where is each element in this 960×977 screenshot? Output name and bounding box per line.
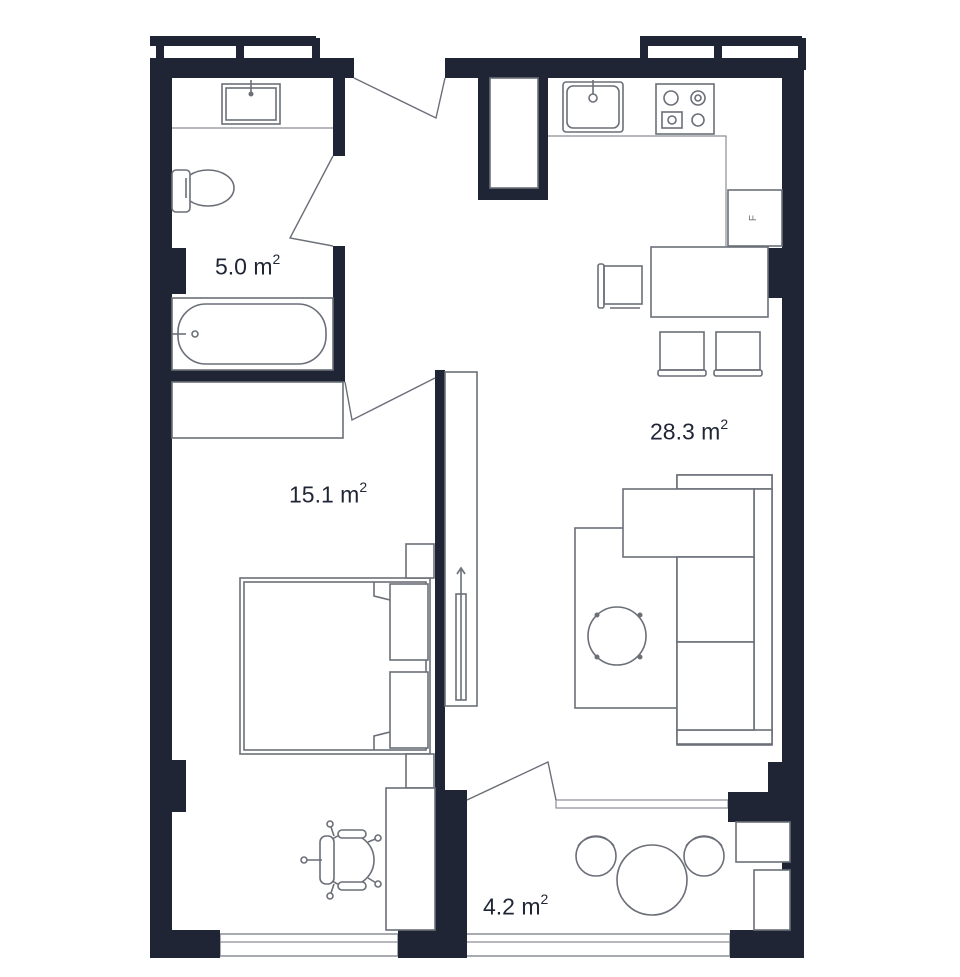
toilet (171, 169, 235, 213)
balcony-area-unit-exp: 2 (540, 891, 549, 907)
balcony-door (466, 760, 557, 801)
coffee-table (587, 606, 647, 666)
balcony-storage-bottom (753, 869, 791, 931)
window-bedroom-bottom (219, 933, 399, 957)
fridge: F (727, 189, 783, 247)
balcony-area-label: 4.2 m2 (483, 891, 549, 921)
desk (385, 787, 436, 931)
walls (150, 36, 804, 958)
dining-chair-left (597, 263, 643, 309)
bedroom-fixtures (171, 371, 478, 931)
bedroom-area-unit-exp: 2 (359, 479, 368, 495)
balcony-area-value: 4.2 m (483, 893, 541, 920)
living-area-unit-exp: 2 (720, 416, 729, 432)
nightstand-bottom (405, 753, 435, 789)
bathtub (171, 297, 334, 371)
cooktop (655, 83, 715, 135)
bedroom-area-value: 15.1 m (289, 481, 360, 508)
desk-chair (300, 820, 382, 900)
balcony-chair-left (575, 835, 617, 877)
bedroom-door (344, 377, 436, 422)
living-area-label: 28.3 m2 (650, 416, 729, 446)
bathroom-fixtures (171, 80, 334, 371)
wardrobe (171, 381, 344, 439)
doors (288, 77, 557, 801)
window-balcony-bottom (465, 933, 731, 957)
nightstand-top (405, 543, 435, 579)
dining-chair-bottom-1 (657, 331, 707, 377)
dining-chair-bottom-2 (713, 331, 763, 377)
pantry-counter (489, 77, 539, 189)
entrance-door (353, 77, 446, 120)
bathroom-area-label: 5.0 m2 (215, 251, 281, 281)
dining-table (650, 246, 769, 318)
bathroom-area-unit-exp: 2 (272, 251, 281, 267)
bathroom-door (288, 155, 334, 247)
balcony-chair-right (683, 835, 725, 877)
bedroom-area-label: 15.1 m2 (289, 479, 368, 509)
bathroom-area-value: 5.0 m (215, 253, 273, 280)
balcony-fixtures (575, 821, 791, 931)
mirror (455, 566, 467, 701)
corner-sofa (622, 474, 773, 746)
kitchen-fixtures: F (489, 77, 783, 746)
balcony-storage-top (735, 821, 791, 863)
kitchen-sink (562, 80, 624, 133)
fridge-label: F (748, 215, 759, 221)
double-bed (239, 577, 431, 755)
living-area-value: 28.3 m (650, 418, 721, 445)
balcony-door-glazing (555, 799, 729, 809)
